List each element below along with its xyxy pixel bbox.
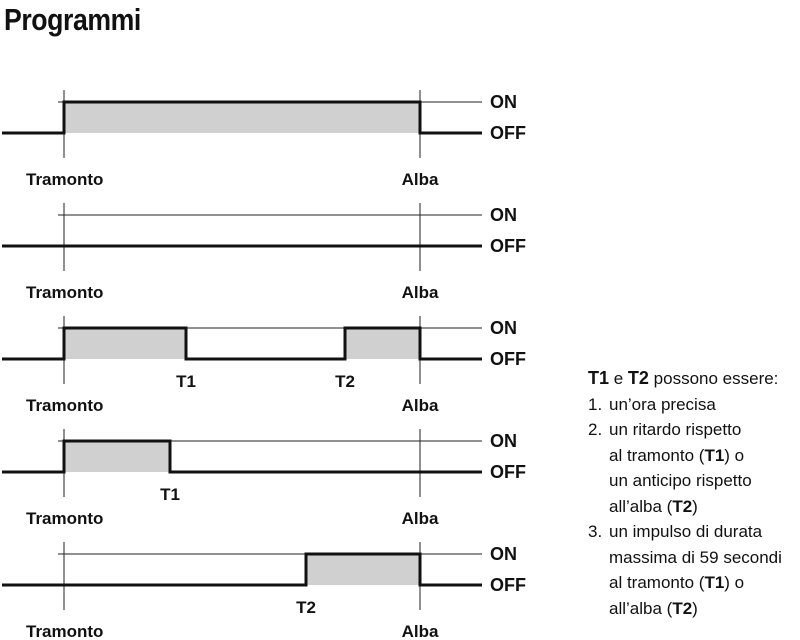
notes-heading-conj: e [609,369,628,388]
tramonto-label: Tramonto [26,283,103,302]
alba-label: Alba [402,396,439,415]
on-period-fill [64,102,420,133]
notes-item-text: all’alba ( [609,598,673,618]
notes-item-text: un impulso di durata [609,522,763,541]
signal-waveform [2,100,482,135]
notes-item-line: al tramonto (T1) o [609,570,800,596]
notes-item: 1. un’ora precisa [588,392,800,418]
notes-item-text: ) [692,496,698,516]
notes-item-text: ) o [724,445,745,465]
notes-item-text: un anticipo rispetto [609,471,752,490]
on-state-label: ON [490,544,517,564]
on-state-label: ON [490,92,517,112]
event-label-t2: T2 [296,598,316,617]
notes-item-text: ) [692,598,698,618]
on-state-label: ON [490,431,517,451]
notes-item-text: un ritardo rispetto [609,420,742,439]
page-title: Programmi [4,2,141,37]
event-label-t2: T2 [335,372,355,391]
tramonto-label: Tramonto [26,622,103,640]
notes-item-term: T1 [704,445,725,465]
on-period-fill [64,328,186,359]
notes-item-term: T2 [672,496,693,516]
off-state-label: OFF [490,123,526,143]
event-label-t1: T1 [176,372,196,391]
notes-heading: T1 e T2 possono essere: [588,366,800,392]
notes-item-line: massima di 59 secondi [609,545,800,571]
alba-label: Alba [402,170,439,189]
notes-item-text: ) o [724,573,745,592]
off-state-label: OFF [490,236,526,256]
notes-heading-rest: possono essere: [648,369,779,388]
notes-item-text: all’alba ( [609,496,673,516]
notes-item: 3. un impulso di durata massima di 59 seco… [588,519,800,621]
notes-item-line: all’alba (T2) [609,494,800,520]
notes-item-text: al tramonto ( [609,445,705,465]
on-state-label: ON [490,205,517,225]
notes-item-text: al tramonto ( [609,573,705,592]
notes-item-line: un anticipo rispetto [609,468,800,494]
signal-waveform [2,439,482,474]
notes-item-term: T1 [704,573,725,592]
off-state-label: OFF [490,575,526,595]
on-period-fill [345,328,420,359]
off-state-label: OFF [490,349,526,369]
notes-item-number: 1. [588,394,603,414]
notes-item-line: un impulso di durata [609,519,800,545]
on-period-fill [306,554,420,585]
notes-heading-t2: T2 [627,368,649,388]
signal-waveform [2,552,482,587]
signal-waveform [2,326,482,361]
notes-heading-t1: T1 [588,368,610,388]
notes-item-text: un’ora precisa [609,394,716,414]
notes-item-number: 2. [588,420,603,439]
on-state-label: ON [490,318,517,338]
tramonto-label: Tramonto [26,396,103,415]
notes-item-line: un ritardo rispetto [609,417,800,443]
off-state-label: OFF [490,462,526,482]
notes-item-line: al tramonto (T1) o [609,443,800,469]
notes-item: 2. un ritardo rispetto al tramonto (T1) o u… [588,417,800,519]
alba-label: Alba [402,622,439,640]
alba-label: Alba [402,283,439,302]
alba-label: Alba [402,509,439,528]
notes-item-term: T2 [672,598,693,618]
event-label-t1: T1 [160,485,180,504]
on-period-fill [64,441,170,472]
tramonto-label: Tramonto [26,170,103,189]
notes-item-number: 3. [588,522,603,541]
tramonto-label: Tramonto [26,509,103,528]
notes-item-text: massima di 59 secondi [609,547,782,567]
notes-item-line: un’ora precisa [609,392,800,418]
notes-list: 1. un’ora precisa 2. un ritardo rispetto al … [588,392,800,622]
notes-panel: T1 e T2 possono essere: 1. un’ora precisa… [588,366,800,621]
notes-item-line: all’alba (T2) [609,596,800,622]
